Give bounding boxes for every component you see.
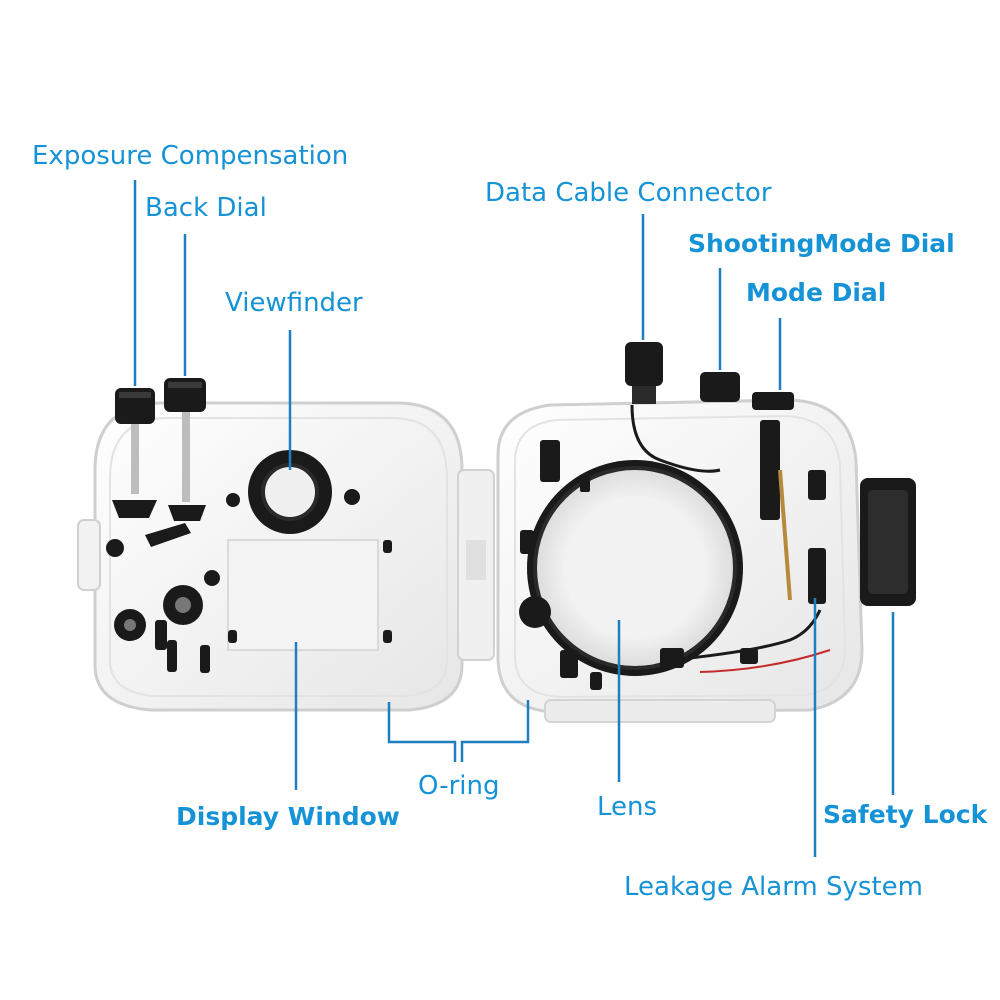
- label-back-dial: Back Dial: [145, 193, 267, 223]
- exposure-compensation-knob: [112, 388, 157, 518]
- back-door-buttons: [106, 489, 392, 673]
- label-viewfinder: Viewfinder: [225, 288, 363, 318]
- shooting-mode-dial-part: [700, 372, 740, 402]
- label-leakage-alarm-system: Leakage Alarm System: [624, 872, 923, 902]
- label-mode-dial: Mode Dial: [746, 278, 887, 307]
- probe-wire: [778, 469, 792, 601]
- hinge: [457, 469, 495, 661]
- label-safety-lock: Safety Lock: [823, 800, 988, 829]
- back-dial-knob: [164, 378, 206, 521]
- label-display-window: Display Window: [176, 802, 400, 831]
- mode-dial-part: [752, 392, 794, 410]
- label-shooting-mode-dial: ShootingMode Dial: [688, 229, 955, 258]
- label-data-cable-connector: Data Cable Connector: [485, 178, 772, 208]
- viewfinder-eyepiece: [248, 450, 332, 534]
- data-cable-connector-part: [625, 342, 663, 404]
- lens-port: [527, 460, 743, 676]
- label-exposure-compensation: Exposure Compensation: [32, 141, 349, 171]
- front-internal-parts: [519, 420, 826, 690]
- front-internal-cable: [630, 404, 721, 473]
- label-o-ring: O-ring: [418, 771, 500, 801]
- safety-lock-latch: [860, 478, 916, 606]
- front-internal-wires: [689, 609, 822, 660]
- alarm-wire: [699, 649, 831, 673]
- leader-o-ring-right: [460, 700, 530, 762]
- leader-lines: [133, 180, 895, 857]
- leader-o-ring: [387, 702, 457, 762]
- label-lens: Lens: [597, 792, 658, 822]
- display-window-panel: [227, 539, 379, 651]
